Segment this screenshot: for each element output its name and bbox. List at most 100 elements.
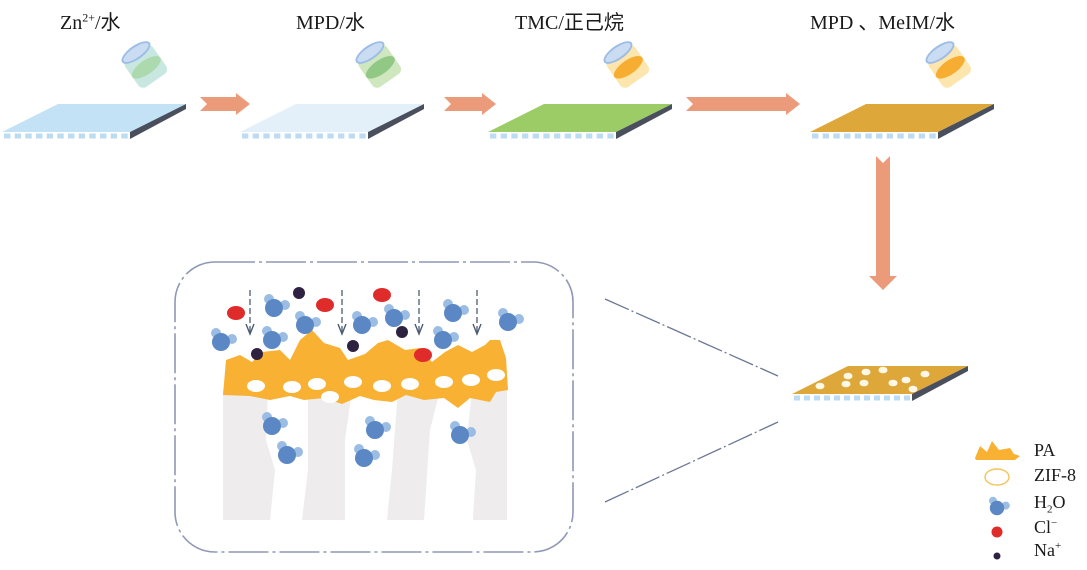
support-stripe — [822, 133, 830, 139]
support-stripe — [359, 133, 366, 139]
zif8-particle — [901, 376, 911, 384]
legend-rest: O — [1052, 492, 1066, 512]
legend-text: ZIF-8 — [1034, 465, 1076, 485]
support-stripe — [490, 133, 497, 139]
support-stripe — [295, 133, 302, 139]
support-stripe — [543, 133, 550, 139]
oxygen-atom — [278, 446, 296, 464]
water-molecule — [211, 328, 237, 351]
legend-sub: 2 — [1047, 503, 1053, 516]
beaker-opening — [123, 43, 149, 63]
legend-sup: − — [1051, 517, 1058, 529]
support-stripe — [327, 133, 334, 139]
water-molecule — [277, 441, 303, 464]
membrane-side — [616, 104, 672, 139]
water-molecule — [365, 416, 391, 439]
legend-label-pa: PA — [1034, 440, 1055, 461]
legend-sup: + — [1055, 540, 1062, 552]
oxygen-atom — [212, 333, 230, 351]
oxygen-atom — [263, 331, 281, 349]
water-molecule — [262, 412, 288, 435]
zoom-line-top — [604, 298, 779, 377]
support-stripe — [834, 395, 840, 401]
zif8-particle — [843, 372, 853, 380]
step-label-text: MPD 、MeIM/水 — [810, 12, 956, 34]
support-stripe — [575, 133, 582, 139]
zif8-particle — [815, 382, 825, 390]
support-stripe — [274, 133, 281, 139]
support-layer — [792, 394, 912, 401]
chloride-ion — [227, 306, 245, 320]
beaker-mpd-meim — [925, 41, 972, 88]
sodium-ion — [251, 348, 263, 360]
zif8-pore — [401, 378, 419, 390]
oxygen-atom — [353, 316, 371, 334]
support-stripe — [894, 395, 900, 401]
support-stripe — [864, 395, 870, 401]
membrane-mpd — [240, 104, 424, 139]
support-stripe — [25, 133, 32, 139]
oxygen-atom — [451, 426, 469, 444]
membrane-top — [488, 104, 672, 132]
beaker-liquid — [935, 55, 965, 79]
zoom-line-bottom — [604, 421, 779, 503]
support-stripe — [252, 133, 260, 139]
legend-text: Na — [1034, 540, 1055, 560]
steps-layer — [2, 41, 994, 139]
flux-arrow-head — [472, 323, 482, 336]
flux-arrow-head — [414, 323, 424, 336]
zif8-particle — [841, 380, 851, 388]
support-stripe — [89, 133, 96, 139]
legend-text: PA — [1034, 440, 1056, 460]
step-label-mpd-meim: MPD 、MeIM/水 — [810, 6, 955, 35]
support-stripe — [46, 133, 54, 139]
support-stripe — [4, 133, 11, 139]
zif8-particle — [888, 379, 898, 387]
support-stripe — [78, 133, 86, 139]
support-stripe — [794, 395, 800, 401]
support-stripe — [607, 133, 614, 139]
support-stripe — [865, 133, 872, 139]
support-layer — [810, 132, 938, 139]
water-molecule — [498, 308, 524, 331]
membrane-top — [2, 104, 186, 132]
membrane-side — [938, 104, 994, 139]
zif8-pore — [247, 380, 265, 392]
legend-text: Cl — [1034, 517, 1052, 537]
beaker-liquid — [365, 55, 395, 79]
water-molecule — [443, 299, 469, 322]
beaker-opening — [927, 43, 953, 63]
step-label-text: MPD/水 — [296, 12, 365, 34]
oxygen-atom — [444, 304, 462, 322]
support-stripe — [564, 133, 572, 139]
support-stripe — [833, 133, 840, 139]
support-stripe — [511, 133, 518, 139]
legend-icons — [975, 441, 1020, 560]
step-label-mpd: MPD/水 — [296, 6, 365, 35]
support-stripe — [814, 395, 820, 401]
oxygen-atom — [355, 449, 373, 467]
support-stripe — [554, 133, 561, 139]
membrane-mpd-meim — [810, 104, 994, 139]
pore-wall — [387, 390, 440, 520]
membrane-zn — [2, 104, 186, 139]
arrow-down — [869, 156, 897, 290]
zif8-particle — [908, 385, 918, 393]
chloride-ion — [373, 288, 391, 302]
support-stripe — [532, 133, 540, 139]
water-molecule — [450, 421, 476, 444]
flux-arrow-head — [245, 323, 255, 336]
support-stripe — [306, 133, 313, 139]
support-stripe — [812, 133, 819, 139]
chloride-icon — [991, 526, 1003, 538]
arrow-step-1 — [200, 93, 250, 115]
support-stripe — [876, 133, 883, 139]
oxygen-atom — [366, 421, 384, 439]
support-stripe — [918, 133, 926, 139]
support-stripe — [348, 133, 356, 139]
support-layer — [488, 132, 616, 139]
support-stripe — [338, 133, 345, 139]
support-stripe — [844, 133, 851, 139]
water-molecule — [295, 311, 321, 334]
step-label-text: Zn — [60, 12, 83, 34]
